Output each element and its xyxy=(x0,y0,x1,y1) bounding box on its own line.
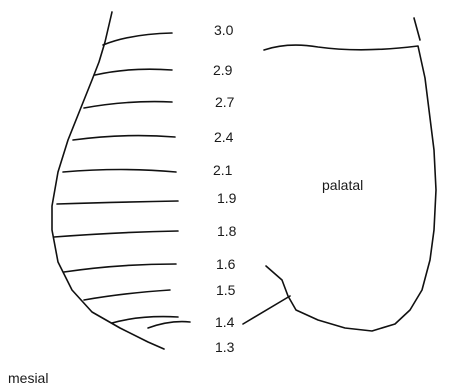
increment-line xyxy=(111,315,179,324)
measurement-label: 2.7 xyxy=(215,94,235,110)
measurement-label: 1.6 xyxy=(216,256,236,272)
connector-line xyxy=(242,295,291,325)
increment-line xyxy=(83,289,171,301)
measurement-label: 3.0 xyxy=(214,22,234,38)
palatal-outline xyxy=(263,44,437,332)
increment-line xyxy=(102,32,173,46)
measurement-label: 2.1 xyxy=(213,162,233,178)
mesial-label: mesial xyxy=(8,370,48,386)
upper-palatal-line xyxy=(413,17,421,41)
measurement-label: 1.8 xyxy=(217,223,237,239)
increment-line xyxy=(62,168,177,173)
increment-lines xyxy=(53,32,191,329)
palatal-label: palatal xyxy=(322,177,363,193)
increment-line xyxy=(72,134,176,141)
measurement-label: 2.9 xyxy=(213,62,233,78)
measurement-label: 1.4 xyxy=(215,314,235,330)
measurement-label: 2.4 xyxy=(214,129,234,145)
increment-line xyxy=(147,320,191,329)
measurement-label: 1.3 xyxy=(215,339,235,355)
increment-line xyxy=(53,230,179,238)
mesial-outline xyxy=(51,11,165,350)
measurement-label: 1.5 xyxy=(216,282,236,298)
increment-line xyxy=(63,263,177,273)
measurement-label: 1.9 xyxy=(217,190,237,206)
increment-line xyxy=(94,68,173,76)
increment-line xyxy=(83,100,173,109)
measurement-labels: 3.0 2.9 2.7 2.4 2.1 1.9 1.8 1.6 1.5 1.4 … xyxy=(213,22,237,355)
increment-line xyxy=(56,200,179,205)
